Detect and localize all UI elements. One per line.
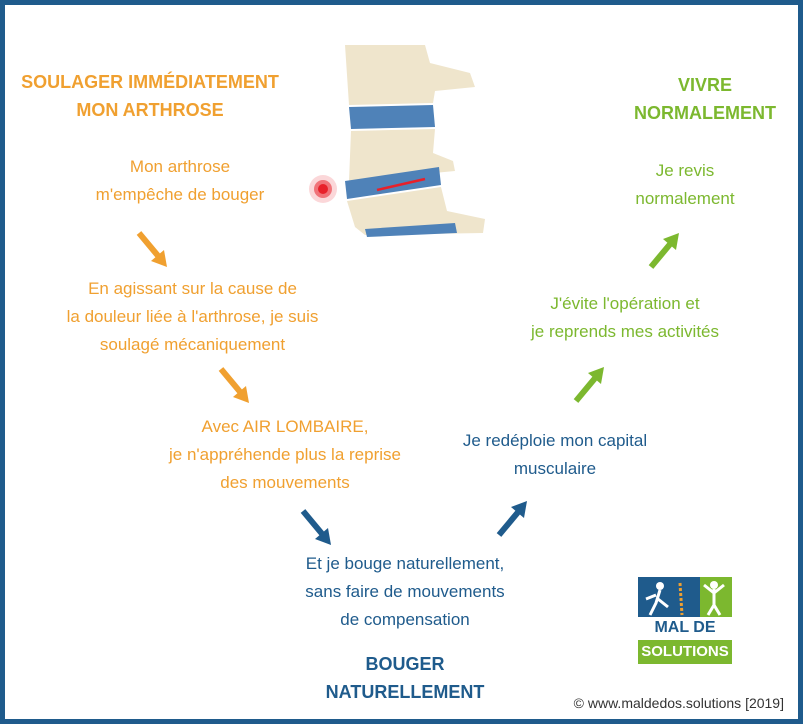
heading-soulager: SOULAGER IMMÉDIATEMENT MON ARTHROSE <box>21 72 279 120</box>
heading-vivre: VIVRE NORMALEMENT <box>634 75 776 123</box>
step-capital-musculaire: Je redéploie mon capital musculaire <box>462 431 648 478</box>
logo-figures-icon <box>638 577 732 617</box>
arrow-up-right-icon <box>573 367 604 403</box>
step-mon-arthrose: Mon arthrose m'empêche de bouger <box>95 157 265 204</box>
arrow-up-right-icon <box>648 233 679 269</box>
spine-illustration <box>309 45 485 237</box>
step-je-revis: Je revis normalement <box>635 161 735 208</box>
heading-bouger: BOUGER NATURELLEMENT <box>325 654 485 702</box>
logo: MAL DE DOS SOLUTIONS <box>638 577 732 665</box>
arrow-down-right-icon <box>218 367 249 403</box>
step-je-bouge: Et je bouge naturellement, sans faire de… <box>305 554 505 629</box>
pain-point-icon <box>309 175 337 203</box>
logo-text-solutions: SOLUTIONS <box>638 640 732 664</box>
arrow-down-right-icon <box>300 509 331 545</box>
step-air-lombaire: Avec AIR LOMBAIRE, je n'appréhende plus … <box>169 417 401 492</box>
copyright-text: © www.maldedos.solutions [2019] <box>573 695 784 711</box>
step-en-agissant: En agissant sur la cause de la douleur l… <box>66 279 319 354</box>
logo-text-mal-de-dos: MAL DE DOS <box>654 619 716 658</box>
step-evite-operation: J'évite l'opération et je reprends mes a… <box>530 294 720 341</box>
arrow-up-right-icon <box>496 501 527 537</box>
arrow-down-right-icon <box>136 231 167 267</box>
